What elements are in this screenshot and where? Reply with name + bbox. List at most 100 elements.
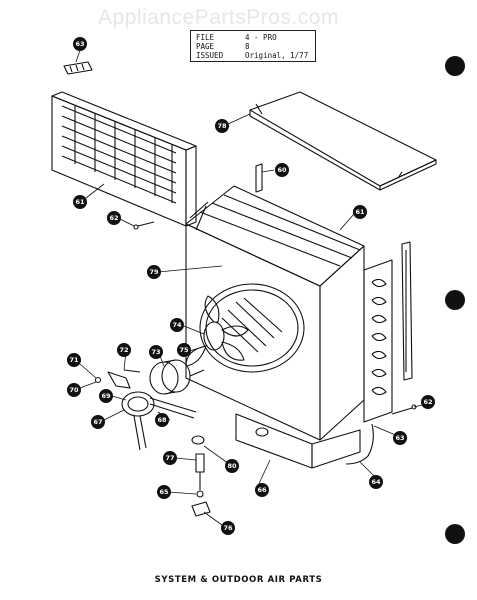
callout-bubble xyxy=(157,485,171,499)
callout-bubble xyxy=(177,343,191,357)
callout-number: 62 xyxy=(109,214,118,222)
callout-number: 61 xyxy=(75,198,85,206)
file-row: FILE 4 - PRO xyxy=(196,33,277,42)
condenser-coil-part xyxy=(363,259,393,423)
callout-number: 76 xyxy=(223,524,233,532)
motor-bracket-part xyxy=(121,391,197,451)
callout-group: 63 78 61 62 60 61 79 74 73 75 72 71 70 6… xyxy=(67,37,435,535)
callout-73: 73 xyxy=(149,345,163,359)
seal-strip-part xyxy=(401,241,413,381)
callout-61-cabinet: 61 xyxy=(353,205,367,219)
callout-number: 74 xyxy=(172,321,182,329)
callout-62-left: 62 xyxy=(107,211,121,225)
callout-bubble xyxy=(170,318,184,332)
issued-value: Original, 1/77 xyxy=(245,51,309,60)
callout-bubble xyxy=(221,521,235,535)
callout-75: 75 xyxy=(177,343,191,357)
callout-68: 68 xyxy=(155,413,169,427)
callout-number: 66 xyxy=(257,486,267,494)
callout-bubble xyxy=(99,389,113,403)
file-label: FILE xyxy=(196,33,215,42)
binder-hole-middle xyxy=(445,290,465,310)
callout-number: 63 xyxy=(75,40,84,48)
gasket-strip-part xyxy=(63,61,93,75)
callout-number: 73 xyxy=(151,348,160,356)
callout-bubble xyxy=(73,195,87,209)
callout-62-right: 62 xyxy=(421,395,435,409)
callout-bubble xyxy=(147,265,161,279)
callout-number: 64 xyxy=(371,478,381,486)
callout-70: 70 xyxy=(67,383,81,397)
file-value: 4 - PRO xyxy=(245,33,277,42)
callout-79: 79 xyxy=(147,265,161,279)
callout-bubble xyxy=(155,413,169,427)
callout-bubble xyxy=(215,119,229,133)
callout-number: 77 xyxy=(165,454,174,462)
callout-63-top: 63 xyxy=(73,37,87,51)
callout-71: 71 xyxy=(67,353,81,367)
callout-number: 67 xyxy=(93,418,102,426)
outdoor-grille-part xyxy=(51,91,197,227)
diagram-caption: SYSTEM & OUTDOOR AIR PARTS xyxy=(154,575,323,585)
callout-72: 72 xyxy=(117,343,131,357)
mounting-clip-part xyxy=(94,369,141,389)
callout-74: 74 xyxy=(170,318,184,332)
fan-blade-part xyxy=(185,295,249,367)
callout-63-right: 63 xyxy=(393,431,407,445)
callout-78: 78 xyxy=(215,119,229,133)
callout-bubble xyxy=(163,451,177,465)
callout-bubble xyxy=(353,205,367,219)
callout-76: 76 xyxy=(221,521,235,535)
callout-number: 60 xyxy=(277,166,287,174)
callout-bubble xyxy=(67,353,81,367)
fan-motor-part xyxy=(149,359,205,395)
callout-bubble xyxy=(369,475,383,489)
callout-66: 66 xyxy=(255,483,269,497)
callout-number: 75 xyxy=(179,346,189,354)
callout-67: 67 xyxy=(91,415,105,429)
callout-bubble xyxy=(255,483,269,497)
callout-number: 70 xyxy=(69,386,79,394)
callout-bubble xyxy=(67,383,81,397)
callout-number: 72 xyxy=(119,346,128,354)
callout-64: 64 xyxy=(369,475,383,489)
callout-bubble xyxy=(73,37,87,51)
vertical-bracket-part xyxy=(255,163,263,193)
page-row: PAGE 8 xyxy=(196,42,250,51)
top-cover-part xyxy=(249,91,437,191)
callout-number: 65 xyxy=(159,488,169,496)
callout-69: 69 xyxy=(99,389,113,403)
callout-65: 65 xyxy=(157,485,171,499)
callout-bubble xyxy=(117,343,131,357)
callout-bubble xyxy=(421,395,435,409)
screw-left-part xyxy=(133,221,155,230)
callout-77: 77 xyxy=(163,451,177,465)
drain-tube-part xyxy=(345,423,374,465)
callout-number: 80 xyxy=(227,462,237,470)
base-pan-part xyxy=(235,413,361,469)
callout-61-grille: 61 xyxy=(73,195,87,209)
callout-bubble xyxy=(107,211,121,225)
callout-bubble xyxy=(91,415,105,429)
callout-number: 79 xyxy=(149,268,159,276)
callout-number: 61 xyxy=(355,208,365,216)
watermark-text: AppliancePartsPros.com xyxy=(98,6,339,29)
issued-label: ISSUED xyxy=(196,51,224,60)
callout-number: 62 xyxy=(423,398,432,406)
leader-lines xyxy=(75,49,427,529)
callout-number: 68 xyxy=(157,416,167,424)
binder-hole-top xyxy=(445,56,465,76)
valve-assembly-part xyxy=(191,435,211,517)
callout-60: 60 xyxy=(275,163,289,177)
page-value: 8 xyxy=(245,42,250,51)
issued-row: ISSUED Original, 1/77 xyxy=(196,51,308,60)
callout-bubble xyxy=(225,459,239,473)
callout-bubble xyxy=(275,163,289,177)
callout-80: 80 xyxy=(225,459,239,473)
callout-bubble xyxy=(149,345,163,359)
page-label: PAGE xyxy=(196,42,215,51)
callout-number: 63 xyxy=(395,434,404,442)
binder-hole-bottom xyxy=(445,524,465,544)
